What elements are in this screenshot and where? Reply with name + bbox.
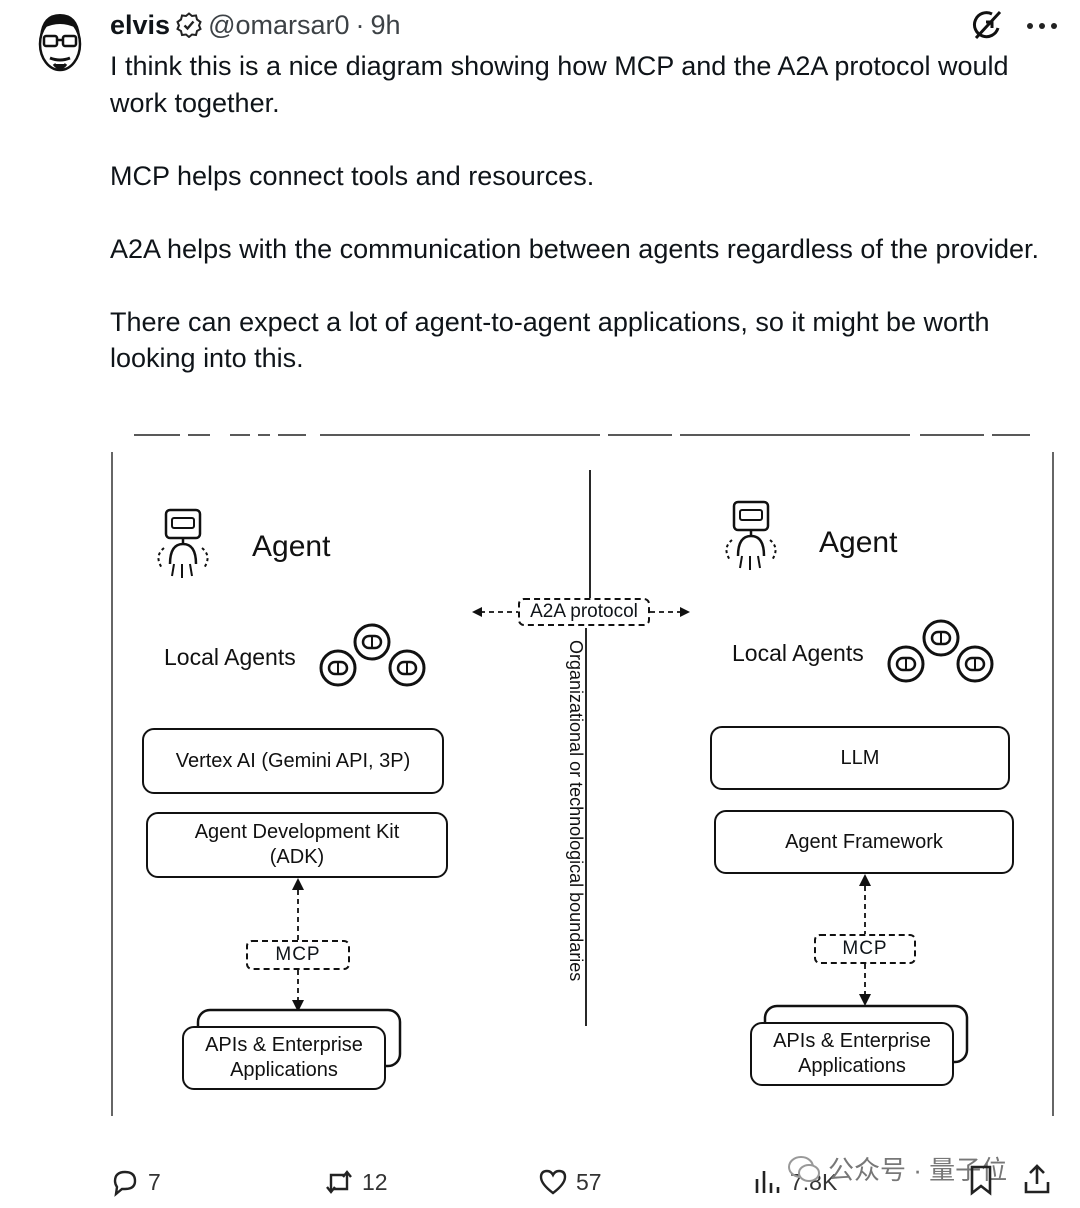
left-apis-label-line1: APIs & Enterprise: [205, 1034, 363, 1056]
tweet-paragraph: There can expect a lot of agent-to-agent…: [110, 306, 990, 374]
verified-badge-icon: [176, 12, 202, 38]
left-mcp-box: MCP: [246, 940, 350, 970]
tweet-paragraph: I think this is a nice diagram showing h…: [110, 51, 1009, 118]
tweet-header: elvis @omarsar0 · 9h: [110, 6, 401, 44]
right-model-label: LLM: [840, 746, 880, 769]
left-framework-label-line1: Agent Development Kit: [194, 821, 400, 843]
local-agents-icons-right: [887, 619, 994, 683]
repost-button[interactable]: 12: [324, 1160, 388, 1204]
watermark: 公众号 · 量子位: [786, 1150, 1007, 1187]
boundary-label: Organizational or technological boundari…: [566, 640, 586, 982]
wechat-icon: [788, 1155, 820, 1182]
more-icon[interactable]: [1022, 8, 1062, 44]
author-name[interactable]: elvis: [110, 9, 171, 40]
reply-count: 7: [148, 1168, 161, 1195]
watermark-text: 公众号 · 量子位: [828, 1155, 1008, 1185]
right-mcp-label: MCP: [842, 938, 888, 959]
heart-icon: [539, 1169, 567, 1195]
tweet-body: I think this is a nice diagram showing h…: [110, 48, 1060, 377]
reply-icon: [113, 1170, 137, 1197]
repost-icon: [326, 1170, 352, 1194]
reply-button[interactable]: 7: [110, 1160, 161, 1204]
avatar[interactable]: [30, 6, 90, 76]
right-apis-label-line1: APIs & Enterprise: [773, 1030, 931, 1052]
diagram-image[interactable]: Agent Local Agents Vertex AI (Gemini API…: [110, 432, 1056, 1122]
like-count: 57: [576, 1168, 602, 1195]
robot-icon-left: [157, 508, 209, 578]
right-framework-box: Agent Framework: [714, 810, 1014, 874]
local-agents-icons-left: [319, 623, 426, 687]
left-framework-box: Agent Development Kit (ADK): [146, 812, 448, 878]
left-model-box: Vertex AI (Gemini API, 3P): [142, 728, 444, 794]
a2a-protocol-box: A2A protocol: [518, 598, 650, 626]
share-icon[interactable]: [1022, 1162, 1052, 1196]
left-agent-label: Agent: [252, 530, 331, 563]
right-apis-box: APIs & Enterprise Applications: [750, 1022, 954, 1086]
right-agent-label: Agent: [819, 526, 898, 559]
right-model-box: LLM: [710, 726, 1010, 790]
right-framework-label: Agent Framework: [785, 830, 943, 853]
author-handle[interactable]: @omarsar0: [208, 9, 350, 40]
views-icon: [755, 1171, 780, 1193]
timestamp[interactable]: 9h: [370, 9, 401, 40]
left-model-label: Vertex AI (Gemini API, 3P): [175, 749, 411, 772]
repost-count: 12: [362, 1168, 388, 1195]
grok-icon[interactable]: [968, 8, 1004, 44]
robot-icon-right: [725, 500, 777, 570]
left-mcp-label: MCP: [275, 944, 321, 965]
right-mcp-box: MCP: [814, 934, 916, 964]
left-apis-label-line2: Applications: [230, 1059, 338, 1081]
tweet-paragraph: MCP helps connect tools and resources.: [110, 160, 595, 191]
right-apis-label-line2: Applications: [798, 1055, 906, 1077]
right-local-agents-label: Local Agents: [732, 640, 864, 666]
a2a-protocol-label: A2A protocol: [530, 601, 638, 622]
like-button[interactable]: 57: [538, 1160, 602, 1204]
left-local-agents-label: Local Agents: [164, 644, 296, 670]
separator: ·: [355, 9, 365, 40]
tweet-paragraph: A2A helps with the communication between…: [110, 233, 1040, 264]
left-framework-label-line2: (ADK): [269, 846, 325, 868]
left-apis-box: APIs & Enterprise Applications: [182, 1026, 386, 1090]
bookmark-icon[interactable]: [968, 1164, 994, 1196]
